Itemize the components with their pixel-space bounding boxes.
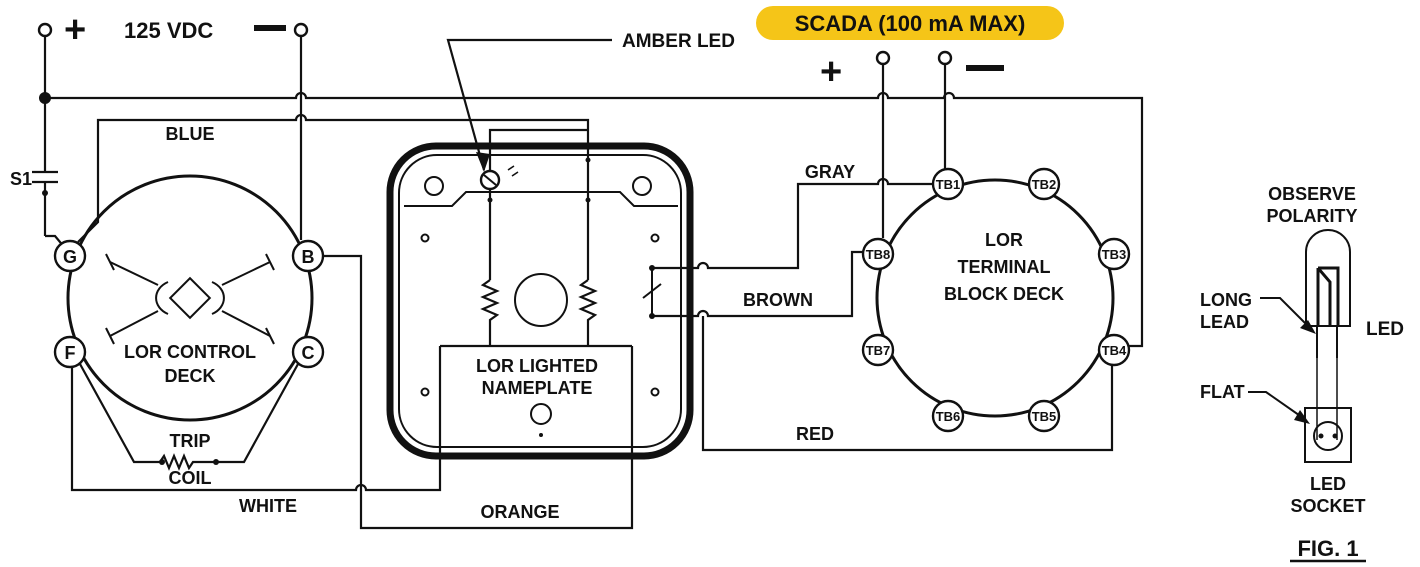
scada-positive-sign: + <box>820 51 842 93</box>
trip-coil-label-line1: TRIP <box>169 431 210 451</box>
terminal-tb2-label: TB2 <box>1032 177 1057 192</box>
scada-positive-post <box>875 50 891 66</box>
figure-label: FIG. 1 <box>1297 536 1358 561</box>
terminal-g-label: G <box>63 247 77 267</box>
blue-wire <box>77 113 590 243</box>
long-lead-label-line2: LEAD <box>1200 312 1249 332</box>
nameplate-outer-frame <box>386 142 694 460</box>
control-deck-label-line1: LOR CONTROL <box>124 342 256 362</box>
led-detail: OBSERVE POLARITY LONG LEAD LED FLAT LED … <box>1200 184 1404 563</box>
brown-wire-label: BROWN <box>743 290 813 310</box>
control-deck-body <box>66 174 314 422</box>
terminal-tb1-label: TB1 <box>936 177 961 192</box>
led-socket-label-line2: SOCKET <box>1290 496 1365 516</box>
terminal-tb5-label: TB5 <box>1032 409 1057 424</box>
red-wire-label: RED <box>796 424 834 444</box>
blue-wire-label: BLUE <box>166 124 215 144</box>
gray-wire <box>652 177 934 270</box>
terminal-c <box>291 335 325 369</box>
scada-section: SCADA (100 mA MAX) + <box>756 6 1064 238</box>
terminal-tb1 <box>931 167 965 201</box>
white-wire <box>70 346 442 492</box>
terminal-tb6 <box>931 399 965 433</box>
terminal-tb4 <box>1097 333 1131 367</box>
s1-label: S1 <box>10 169 32 189</box>
flat-label: FLAT <box>1200 382 1245 402</box>
red-wire <box>701 316 1114 452</box>
terminal-tb4-label: TB4 <box>1102 343 1127 358</box>
terminal-tb2 <box>1027 167 1061 201</box>
terminal-f <box>53 335 87 369</box>
lor-control-deck: LOR CONTROL DECK G B F C TRIP COIL <box>53 174 325 488</box>
terminal-tb7 <box>861 333 895 367</box>
white-wire-label: WHITE <box>239 496 297 516</box>
positive-terminal-post <box>37 22 53 38</box>
scada-label: SCADA (100 mA MAX) <box>795 11 1026 36</box>
nameplate-label-line1: LOR LIGHTED <box>476 356 598 376</box>
led-bulb-icon <box>1305 229 1351 327</box>
scada-negative-post <box>937 50 953 66</box>
terminal-c-label: C <box>302 343 315 363</box>
nameplate-resistor-left <box>480 279 500 346</box>
terminal-deck-label-line3: BLOCK DECK <box>944 284 1064 304</box>
gray-wire-label: GRAY <box>805 162 855 182</box>
orange-wire <box>323 254 634 530</box>
lor-lighted-nameplate: LOR LIGHTED NAMEPLATE <box>386 140 694 460</box>
amber-led-leader <box>446 38 612 171</box>
observe-polarity-line1: OBSERVE <box>1268 184 1356 204</box>
nameplate-resistor-right <box>578 279 598 346</box>
led-socket-icon <box>1304 407 1352 463</box>
terminal-tb8-label: TB8 <box>866 247 891 262</box>
terminal-f-label: F <box>65 343 76 363</box>
observe-polarity-line2: POLARITY <box>1266 206 1357 226</box>
terminal-deck-label-line1: LOR <box>985 230 1023 250</box>
terminal-tb5 <box>1027 399 1061 433</box>
nameplate-label-line2: NAMEPLATE <box>482 378 593 398</box>
positive-sign: + <box>64 9 86 51</box>
terminal-deck-body <box>875 178 1115 418</box>
trip-coil-label-line2: COIL <box>169 468 212 488</box>
control-deck-label-line2: DECK <box>164 366 215 386</box>
terminal-g <box>53 239 87 273</box>
terminal-tb6-label: TB6 <box>936 409 961 424</box>
negative-terminal-post <box>293 22 309 38</box>
led-label: LED <box>1366 319 1404 340</box>
terminal-b-label: B <box>302 247 315 267</box>
terminal-deck-label-line2: TERMINAL <box>958 257 1051 277</box>
led-socket-label-line1: LED <box>1310 474 1346 494</box>
scada-badge <box>756 6 1064 40</box>
terminal-tb3-label: TB3 <box>1102 247 1127 262</box>
voltage-label: 125 VDC <box>124 18 213 43</box>
power-supply: + 125 VDC <box>37 9 309 51</box>
s1-switch: S1 <box>10 169 58 236</box>
terminal-tb8 <box>861 237 895 271</box>
amber-led-label: AMBER LED <box>622 31 735 52</box>
terminal-tb7-label: TB7 <box>866 343 891 358</box>
long-lead-label-line1: LONG <box>1200 290 1252 310</box>
trip-coil <box>79 363 299 471</box>
orange-wire-label: ORANGE <box>480 502 559 522</box>
terminal-tb3 <box>1097 237 1131 271</box>
brown-wire <box>652 250 864 318</box>
lor-terminal-block-deck: LOR TERMINAL BLOCK DECK TB1 TB2 TB3 TB4 … <box>861 167 1131 433</box>
amber-led <box>479 169 501 191</box>
